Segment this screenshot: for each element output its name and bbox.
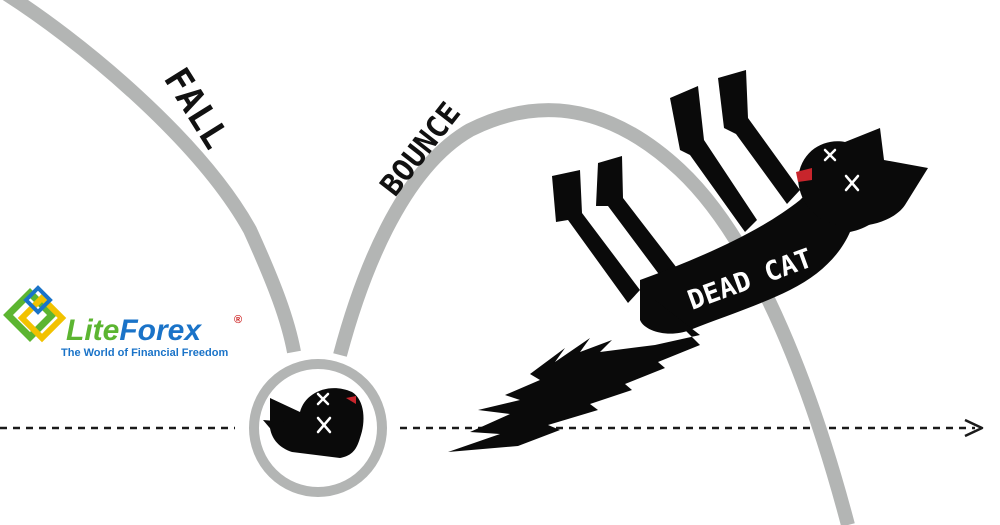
cat-body xyxy=(640,182,883,334)
cat-leg-2 xyxy=(596,156,680,285)
logo-tagline: The World of Financial Freedom xyxy=(61,347,228,359)
svg-text:LiteForex: LiteForex xyxy=(66,314,202,347)
fall-label: FALL xyxy=(155,61,236,156)
small-cat-head-icon xyxy=(263,388,364,458)
liteforex-logo: LiteForex ® The World of Financial Freed… xyxy=(3,285,242,359)
liteforex-diamond-icon xyxy=(3,285,67,343)
cat-leg-1 xyxy=(552,170,640,303)
logo-registered-mark: ® xyxy=(234,314,242,326)
cat-head xyxy=(798,128,928,227)
logo-name-lite: Lite xyxy=(66,314,119,347)
cat-leg-4 xyxy=(718,70,800,204)
arrow-right-icon xyxy=(964,418,984,438)
bounce-curve xyxy=(333,103,855,525)
cat-face xyxy=(796,148,860,192)
cat-leg-3 xyxy=(670,86,757,232)
cat-tail xyxy=(448,300,700,452)
logo-name-forex: Forex xyxy=(119,314,202,347)
fall-curve xyxy=(2,0,301,354)
cat-tongue xyxy=(796,168,812,182)
dead-cat-illustration xyxy=(448,70,928,452)
